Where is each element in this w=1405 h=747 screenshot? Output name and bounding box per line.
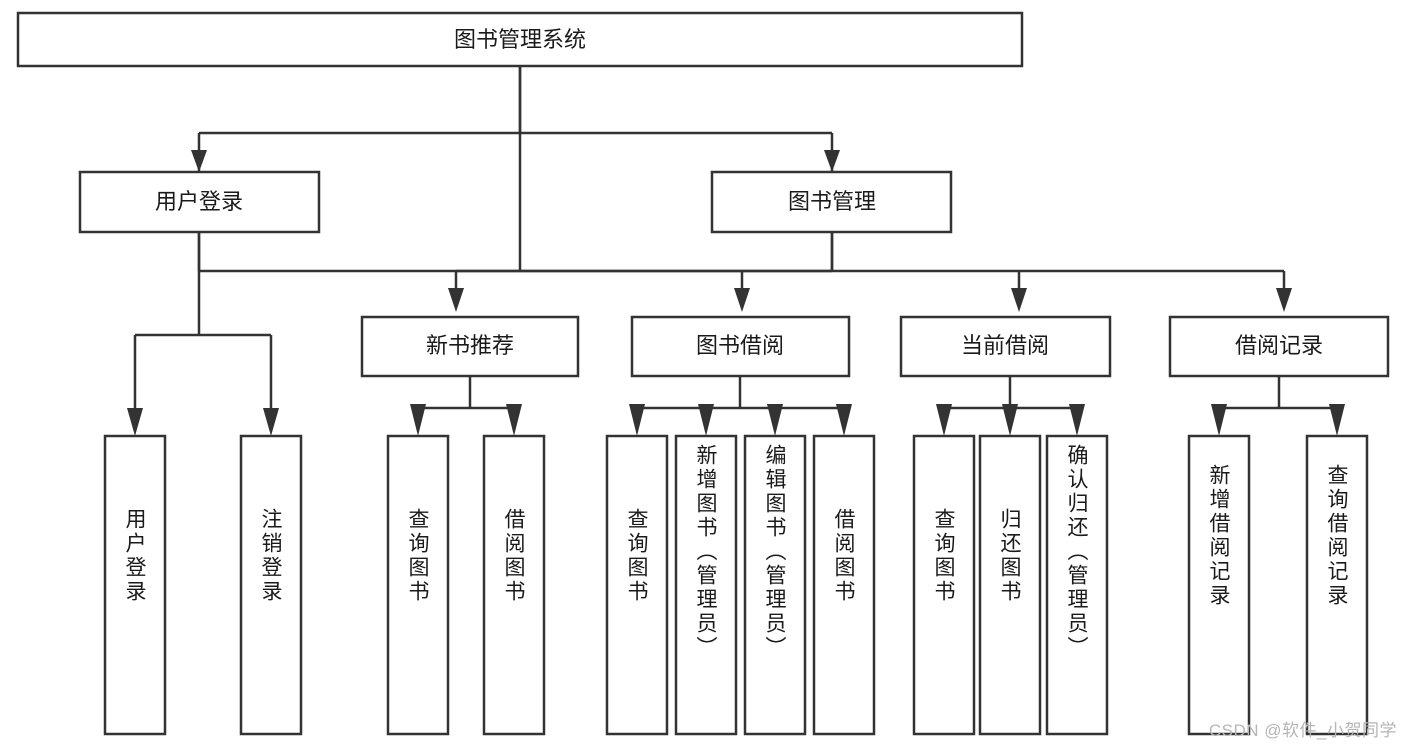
node-root-label: 图书管理系统 (454, 27, 586, 52)
leaf-box-bookborrow-3[interactable] (743, 434, 807, 736)
node-new-book-recommend-label: 新书推荐 (426, 333, 514, 358)
connectors-leaves-book-borrow (629, 376, 852, 436)
arrow-leaf-bookborrow-3 (767, 404, 783, 436)
leaf-boxes-new-book (386, 434, 546, 736)
leaf-boxes-book-borrow (605, 434, 876, 736)
arrow-book-mgmt (824, 150, 840, 172)
node-book-management-box[interactable] (710, 170, 953, 234)
arrow-l3-current-borrow (1011, 288, 1027, 312)
node-borrow-record-label: 借阅记录 (1235, 333, 1323, 358)
arrow-leaf-user-login-2 (263, 408, 279, 436)
leaf-box-currentborrow-2[interactable] (978, 434, 1042, 736)
arrow-leaf-user-login-1 (127, 408, 143, 436)
leaf-box-bookborrow-2[interactable] (674, 434, 738, 736)
node-root-box[interactable] (16, 11, 1024, 68)
leaf-box-bookborrow-1[interactable] (605, 434, 669, 736)
arrow-l3-new-book (448, 288, 464, 312)
connectors-leaves-new-book (410, 376, 522, 436)
leaf-box-newbook-1[interactable] (386, 434, 450, 736)
leaf-box-borrowrecord-2[interactable] (1305, 434, 1369, 736)
node-current-borrow[interactable]: 当前借阅 (899, 315, 1112, 378)
node-book-borrow-label: 图书借阅 (696, 333, 784, 358)
node-book-management-label: 图书管理 (788, 189, 876, 214)
arrow-user-login (191, 150, 207, 172)
node-current-borrow-label: 当前借阅 (961, 333, 1049, 358)
arrow-leaf-borrowrecord-2 (1329, 404, 1345, 436)
connectors-leaves-current-borrow (936, 376, 1085, 436)
connectors-leaves-borrow-record (1211, 376, 1345, 436)
node-borrow-record-box[interactable] (1168, 315, 1390, 378)
node-book-management[interactable]: 图书管理 (710, 170, 953, 234)
node-new-book-recommend-box[interactable] (360, 315, 580, 378)
arrow-leaf-newbook-2 (506, 404, 522, 436)
arrow-leaf-currentborrow-1 (936, 404, 952, 436)
leaf-box-bookborrow-4[interactable] (812, 434, 876, 736)
arrow-leaf-bookborrow-1 (629, 404, 645, 436)
leaf-boxes-current-borrow (912, 434, 1109, 736)
connectors-level2-arrows (191, 66, 840, 172)
node-user-login-box[interactable] (78, 170, 321, 234)
node-new-book-recommend[interactable]: 新书推荐 (360, 315, 580, 378)
node-borrow-record[interactable]: 借阅记录 (1168, 315, 1390, 378)
node-root[interactable]: 图书管理系统 (16, 11, 1024, 68)
connectors-leaves-user-login (127, 232, 279, 436)
node-user-login-label: 用户登录 (155, 189, 243, 214)
node-book-borrow-box[interactable] (630, 315, 851, 378)
leaf-box-currentborrow-1[interactable] (912, 434, 976, 736)
leaf-box-newbook-2[interactable] (482, 434, 546, 736)
arrow-l3-borrow-record (1276, 288, 1292, 312)
leaf-boxes-borrow-record (1187, 434, 1369, 736)
arrow-leaf-currentborrow-3 (1069, 404, 1085, 436)
connectors (197, 66, 834, 273)
leaf-box-user-login-1[interactable] (103, 434, 167, 736)
arrow-leaf-bookborrow-4 (836, 404, 852, 436)
arrow-leaf-newbook-1 (410, 404, 426, 436)
arrow-leaf-bookborrow-2 (698, 404, 714, 436)
leaf-box-currentborrow-3[interactable] (1045, 434, 1109, 736)
node-user-login[interactable]: 用户登录 (78, 170, 321, 234)
watermark-text: CSDN @软件_小贺同学 (1208, 721, 1397, 740)
leaf-boxes-user-login (103, 434, 303, 736)
arrow-l3-book-borrow (734, 288, 750, 312)
node-book-borrow[interactable]: 图书借阅 (630, 315, 851, 378)
connectors-level3 (448, 232, 1292, 312)
arrow-leaf-currentborrow-2 (1002, 404, 1018, 436)
leaf-box-user-login-2[interactable] (239, 434, 303, 736)
leaf-box-borrowrecord-1[interactable] (1187, 434, 1251, 736)
node-current-borrow-box[interactable] (899, 315, 1112, 378)
arrow-leaf-borrowrecord-1 (1211, 404, 1227, 436)
